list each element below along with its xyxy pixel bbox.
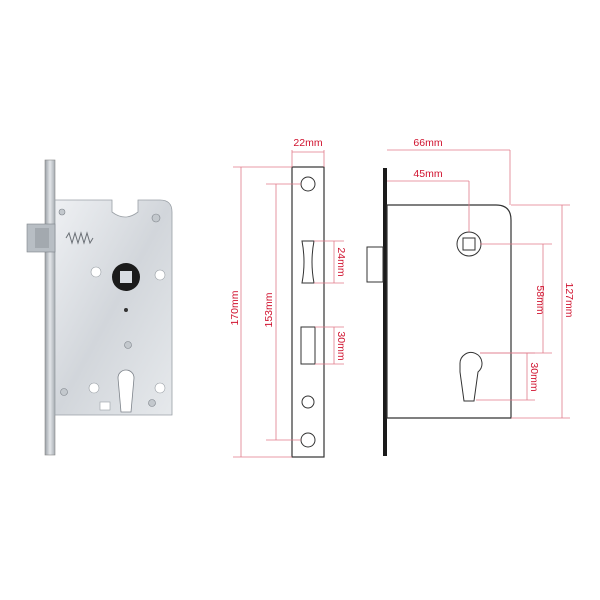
photo-cylinder-hole: [117, 369, 135, 413]
case-spindle-square: [462, 237, 476, 251]
cylinder-height-label: 30mm: [528, 362, 540, 391]
photo-hole-3: [88, 382, 100, 394]
faceplate-hole-top: [300, 176, 316, 192]
case-latch-stub: [366, 246, 384, 283]
photo-screw-5: [148, 399, 156, 407]
faceplate-hole-lower: [301, 395, 315, 409]
faceplate-drawing: 22mm 170mm 153mm 24mm 30mm: [229, 137, 347, 458]
photo-hole-2: [154, 269, 166, 281]
photo-spring: [65, 231, 94, 245]
case-width-label: 66mm: [413, 137, 442, 149]
faceplate-height-label: 170mm: [229, 290, 241, 325]
deadbolt-height-label: 30mm: [335, 331, 347, 360]
center-distance-label: 58mm: [534, 285, 546, 314]
case-outline: [386, 204, 512, 419]
photo-screw-3: [124, 341, 132, 349]
photo-spindle-hole: [120, 271, 132, 283]
faceplate-bolt-slot: [300, 326, 316, 365]
faceplate-hole-bottom: [300, 432, 316, 448]
case-faceplate-edge: [383, 168, 387, 456]
photo-latch-inner: [35, 228, 49, 248]
lock-photo: [26, 159, 173, 456]
faceplate-width-label: 22mm: [293, 137, 322, 149]
case-cylinder-hole: [459, 352, 483, 402]
case-drawing: 66mm 45mm 127mm 58mm 30mm: [366, 137, 575, 456]
faceplate-outline: [291, 166, 325, 458]
photo-screw-1: [151, 213, 161, 223]
screw-spacing-label: 153mm: [263, 292, 275, 327]
latch-height-label: 24mm: [335, 247, 347, 276]
photo-hole-4: [154, 382, 166, 394]
photo-screw-4: [60, 388, 68, 396]
case-height-label: 127mm: [563, 282, 575, 317]
faceplate-latch-slot: [301, 240, 315, 284]
photo-screw-2: [58, 208, 66, 216]
photo-slot: [99, 401, 111, 411]
photo-faceplate: [44, 159, 56, 456]
backset-label: 45mm: [413, 168, 442, 180]
photo-hole-1: [90, 266, 102, 278]
photo-case: [54, 199, 173, 416]
photo-small-dot: [124, 308, 128, 312]
